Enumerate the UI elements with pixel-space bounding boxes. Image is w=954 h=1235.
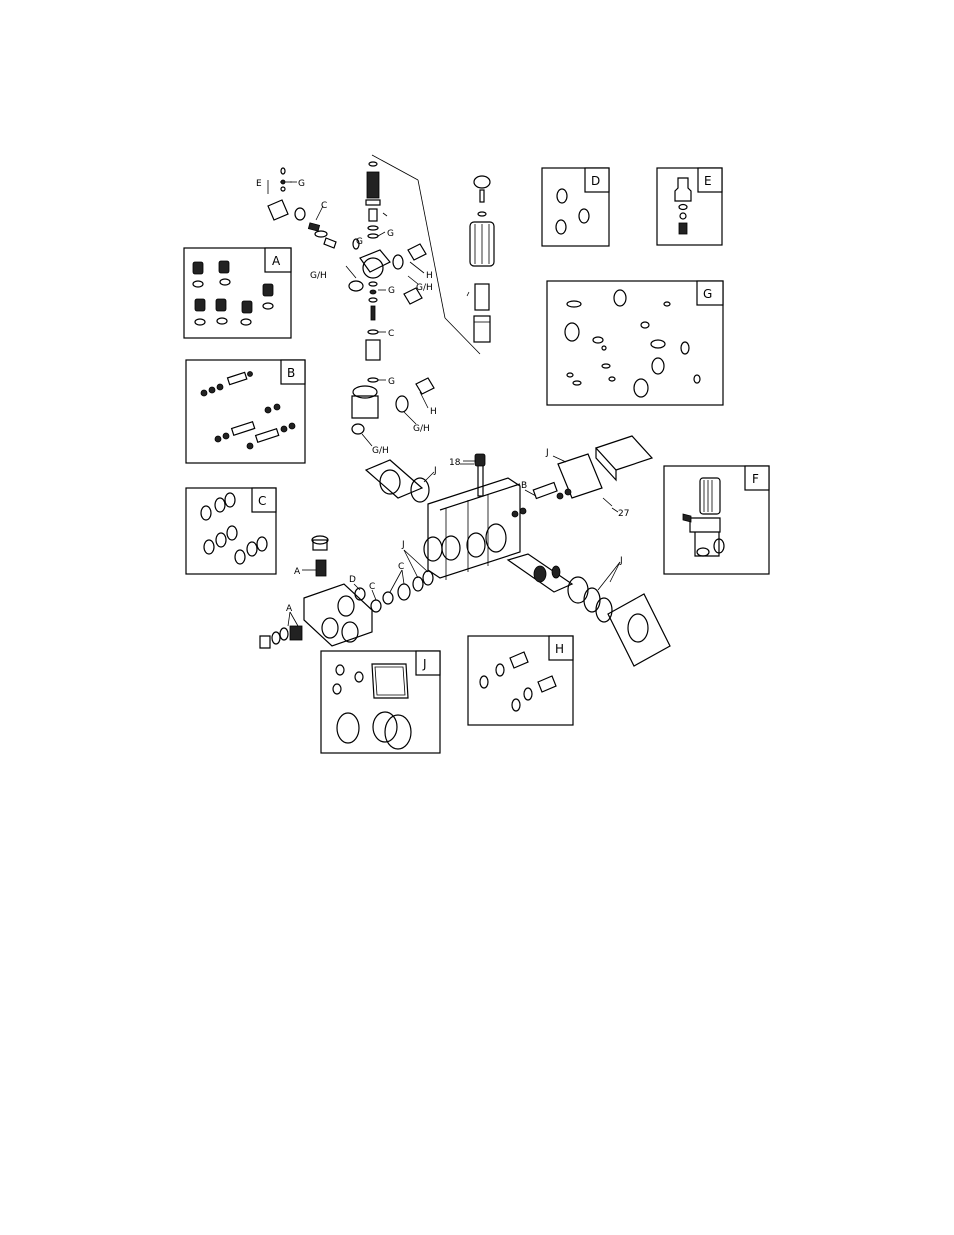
- callout-g4: G: [388, 286, 395, 296]
- kit-letter-d: D: [591, 174, 600, 188]
- kit-letter-c: C: [258, 494, 266, 508]
- callout-gh1: G/H: [310, 271, 327, 281]
- kit-box-d: D: [542, 168, 609, 246]
- kit-box-e: E: [657, 168, 722, 245]
- callout-c2: C: [388, 329, 394, 339]
- callout-j2: J: [545, 448, 549, 458]
- kit-letter-j: J: [422, 657, 427, 671]
- callout-g2: G: [356, 237, 363, 247]
- kit-box-b: B: [186, 360, 305, 463]
- kit-letter-a: A: [272, 254, 281, 268]
- callout-a1: A: [294, 567, 301, 577]
- callout-j4: J: [401, 540, 405, 550]
- callout-gh3: G/H: [413, 424, 430, 434]
- callout-gh2: G/H: [416, 283, 433, 293]
- callout-e: E: [256, 179, 262, 189]
- kit-box-a: A: [184, 248, 291, 338]
- rear-cover-plate: [558, 436, 652, 506]
- callout-c3: C: [369, 582, 375, 592]
- callout-gh4: G/H: [372, 446, 389, 456]
- pump-crankcase: [366, 454, 520, 580]
- callout-d1: D: [349, 575, 356, 585]
- callout-g1: G: [298, 179, 305, 189]
- kit-box-g: G: [547, 281, 723, 405]
- callout-18: 18: [449, 458, 461, 468]
- kit-letter-h: H: [555, 642, 564, 656]
- kit-letter-f: F: [752, 472, 759, 486]
- kit-letter-e: E: [704, 174, 712, 188]
- callout-b1: B: [521, 481, 527, 491]
- kit-box-j: J: [321, 651, 440, 753]
- callout-c1: C: [321, 201, 327, 211]
- kit-letter-g: G: [703, 287, 712, 301]
- kit-letter-b: B: [287, 366, 295, 380]
- callout-g3: G: [387, 229, 394, 239]
- inlet-filter-assembly: [467, 176, 494, 342]
- callout-a2: A: [286, 604, 293, 614]
- kit-box-f: F: [664, 466, 769, 574]
- callout-g5: G: [388, 377, 395, 387]
- callout-j1: J: [433, 466, 437, 476]
- callout-h1: H: [426, 271, 433, 281]
- kit-box-h: H: [468, 636, 573, 725]
- callout-h2: H: [430, 407, 437, 417]
- callout-c4: C: [398, 562, 404, 572]
- callout-j3: J: [619, 556, 623, 566]
- callout-27: 27: [618, 509, 629, 519]
- kit-box-c: C: [186, 488, 276, 574]
